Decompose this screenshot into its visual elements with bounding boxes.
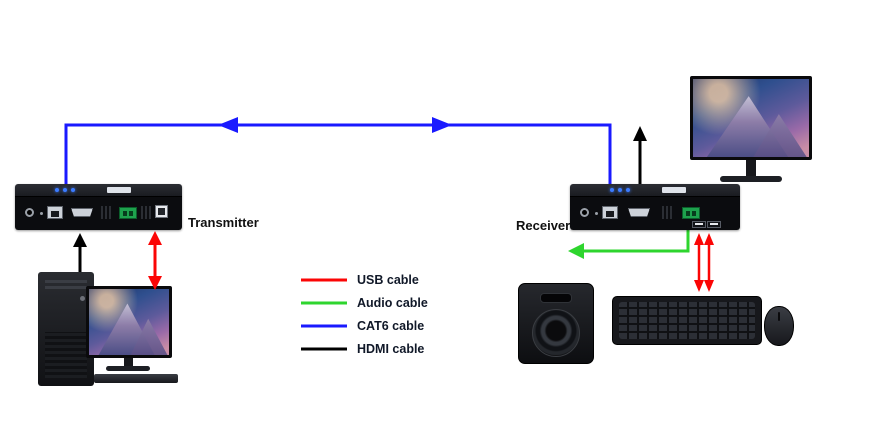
speaker-port-slot (540, 293, 572, 303)
usb-arrow-up-icon (148, 231, 162, 245)
receiver-front-panel (570, 197, 740, 230)
hdmi-port-icon (71, 208, 93, 217)
hdmi-cable-swatch-icon (301, 347, 347, 350)
reset-button-icon (595, 212, 598, 215)
speaker-driver-icon (532, 309, 580, 357)
power-port-icon (25, 208, 34, 217)
hdmi-arrow-up-monitor-icon (633, 126, 647, 141)
drive-bay (45, 280, 87, 283)
usb-arrow-down-icon (704, 280, 714, 292)
reset-button-icon (40, 212, 43, 215)
cat6-cable-swatch-icon (301, 324, 347, 327)
monitor-stand-neck (124, 358, 133, 366)
vent-grill-icon (662, 206, 672, 219)
monitor-stand-neck (746, 160, 756, 176)
transmitter-top-panel (15, 184, 182, 197)
legend-item-audio: Audio cable (300, 291, 428, 314)
audio-cable-swatch-icon (301, 301, 347, 304)
usb-a-port-icon (692, 221, 706, 228)
usb-arrow-up-icon (704, 233, 714, 245)
vent-grill-icon (101, 206, 111, 219)
receiver-top-panel (570, 184, 740, 197)
monitor-screen (86, 286, 172, 358)
legend-item-cat6: CAT6 cable (300, 314, 428, 337)
transmitter-label: Transmitter (188, 215, 259, 230)
receiver-device (570, 184, 740, 230)
pc-keyboard (94, 374, 178, 383)
pc-tower (38, 272, 94, 386)
cat6-arrow-left-icon (218, 117, 238, 133)
drive-bay (45, 286, 87, 289)
led-dot-icon (618, 188, 622, 192)
rj45-port-icon (602, 206, 618, 219)
monitor-stand-base (106, 366, 150, 371)
cat6-arrow-right-icon (432, 117, 452, 133)
hdmi-port-icon (628, 208, 650, 217)
led-dot-icon (610, 188, 614, 192)
monitor-stand-base (720, 176, 782, 182)
legend-label: HDMI cable (357, 341, 425, 356)
legend-item-hdmi: HDMI cable (300, 337, 428, 360)
led-dot-icon (63, 188, 67, 192)
usb-arrow-down-icon (694, 280, 704, 292)
hdmi-arrow-up-transmitter-icon (73, 233, 87, 247)
usb-b-port-icon (155, 205, 168, 218)
rj45-port-icon (47, 206, 63, 219)
keyboard (612, 296, 762, 345)
status-display (107, 187, 131, 193)
led-dot-icon (55, 188, 59, 192)
receiver-label: Receiver (516, 218, 571, 233)
receiver-monitor (690, 76, 812, 186)
legend-label: Audio cable (357, 295, 428, 310)
vent-grill-icon (141, 206, 151, 219)
led-dot-icon (71, 188, 75, 192)
speaker (518, 283, 594, 364)
legend-item-usb: USB cable (300, 268, 428, 291)
usb-a-port-icon (707, 221, 721, 228)
usb-cable-swatch-icon (301, 278, 347, 281)
usb-arrow-up-icon (694, 233, 704, 245)
tower-vents (45, 332, 87, 378)
status-display (662, 187, 686, 193)
audio-phoenix-port-icon (682, 207, 700, 219)
transmitter-front-panel (15, 197, 182, 230)
power-button-icon (80, 296, 85, 301)
power-port-icon (580, 208, 589, 217)
monitor-screen (690, 76, 812, 160)
legend-label: CAT6 cable (357, 318, 425, 333)
transmitter-device (15, 184, 182, 230)
audio-arrow-left-icon (568, 243, 584, 259)
pc-monitor (86, 286, 178, 386)
mouse (764, 306, 794, 346)
cable-legend: USB cable Audio cable CAT6 cable HDMI ca… (300, 268, 428, 360)
keyboard-keys (619, 302, 755, 339)
legend-label: USB cable (357, 272, 419, 287)
led-dot-icon (626, 188, 630, 192)
audio-phoenix-port-icon (119, 207, 137, 219)
